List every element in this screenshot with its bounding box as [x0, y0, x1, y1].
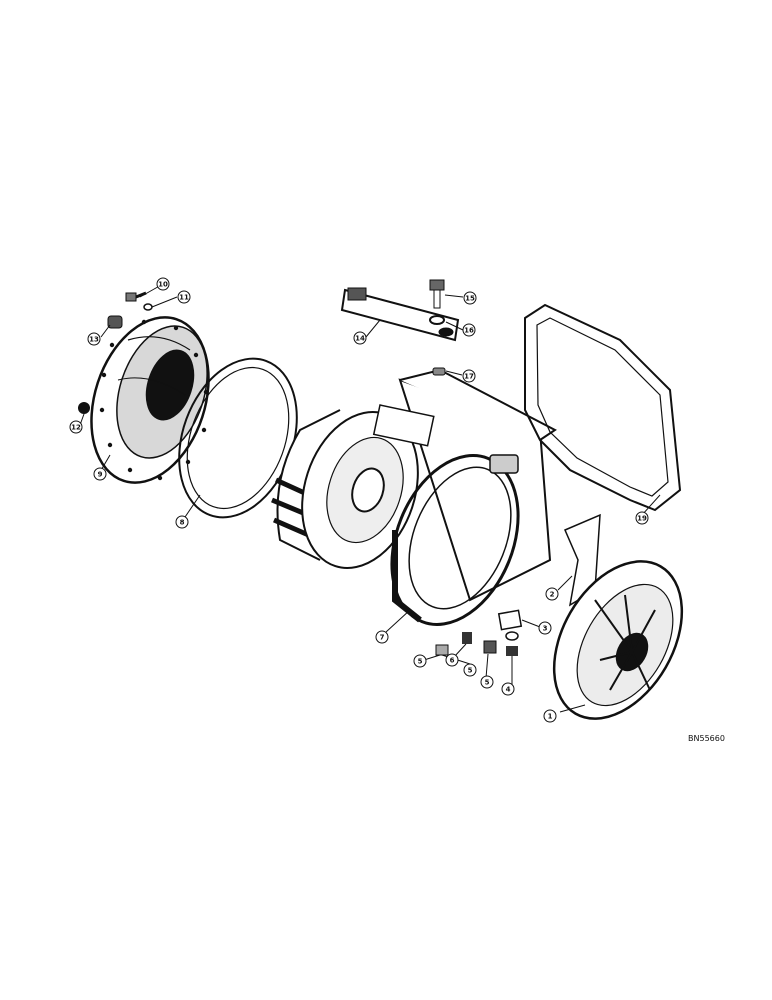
svg-text:8: 8	[180, 519, 185, 527]
svg-text:6: 6	[450, 657, 455, 665]
part-4-fitting	[505, 631, 519, 656]
svg-text:13: 13	[89, 336, 99, 344]
svg-text:9: 9	[98, 471, 103, 479]
callout-4: 4	[501, 682, 515, 696]
part-11-bolt	[125, 291, 147, 302]
callout-9: 8	[175, 515, 189, 529]
svg-text:10: 10	[158, 281, 168, 289]
svg-text:2: 2	[550, 591, 555, 599]
svg-text:17: 17	[464, 373, 474, 381]
part-12-washer	[143, 303, 153, 311]
callout-2: 2	[545, 587, 559, 601]
part-16-bolt	[429, 279, 445, 309]
callout-5-right: 5	[480, 675, 494, 689]
callout-13: 12	[69, 420, 83, 434]
callout-3: 3	[538, 621, 552, 635]
svg-text:1: 1	[548, 713, 553, 721]
callout-6: 5	[463, 663, 477, 677]
part-17-washer	[429, 315, 445, 325]
callout-11: 10	[156, 277, 170, 291]
part-13-plug	[78, 402, 90, 414]
callout-12: 11	[177, 290, 191, 304]
svg-text:5: 5	[418, 658, 423, 666]
svg-text:7: 7	[380, 634, 385, 642]
callout-16: 15	[463, 291, 477, 305]
part-19-gasket	[524, 303, 682, 512]
svg-text:15: 15	[465, 295, 475, 303]
svg-text:5: 5	[485, 679, 490, 687]
callout-10: 9	[93, 467, 107, 481]
callout-5-left: 5	[413, 654, 427, 668]
svg-text:14: 14	[355, 335, 365, 343]
svg-text:16: 16	[464, 327, 474, 335]
svg-text:19: 19	[637, 515, 647, 523]
callout-17: 16	[462, 323, 476, 337]
svg-text:3: 3	[543, 625, 548, 633]
callout-19: 19	[635, 511, 649, 525]
callout-18: 17	[462, 369, 476, 383]
callout-15: 14	[353, 331, 367, 345]
svg-text:5: 5	[468, 667, 473, 675]
part-3-plate	[497, 609, 523, 631]
part-15-strap	[340, 287, 460, 342]
callouts: 10 11 13 12 9 8 14 15	[69, 277, 649, 723]
svg-text:12: 12	[71, 424, 81, 432]
callout-7: 6	[445, 653, 459, 667]
part-8-drum-housing	[271, 368, 557, 626]
part-1-right-cover	[552, 560, 684, 720]
callout-1: 1	[543, 709, 557, 723]
part-6-valve	[483, 640, 497, 654]
part-7-spring	[462, 632, 472, 644]
callout-8: 7	[375, 630, 389, 644]
svg-text:4: 4	[506, 686, 511, 694]
part-18-pin	[432, 367, 446, 376]
part-6-plug	[435, 644, 449, 656]
callout-14: 13	[87, 332, 101, 346]
svg-text:11: 11	[179, 294, 189, 302]
part-14-fitting	[107, 315, 123, 329]
drawing-reference-code: BN55660	[688, 734, 725, 743]
